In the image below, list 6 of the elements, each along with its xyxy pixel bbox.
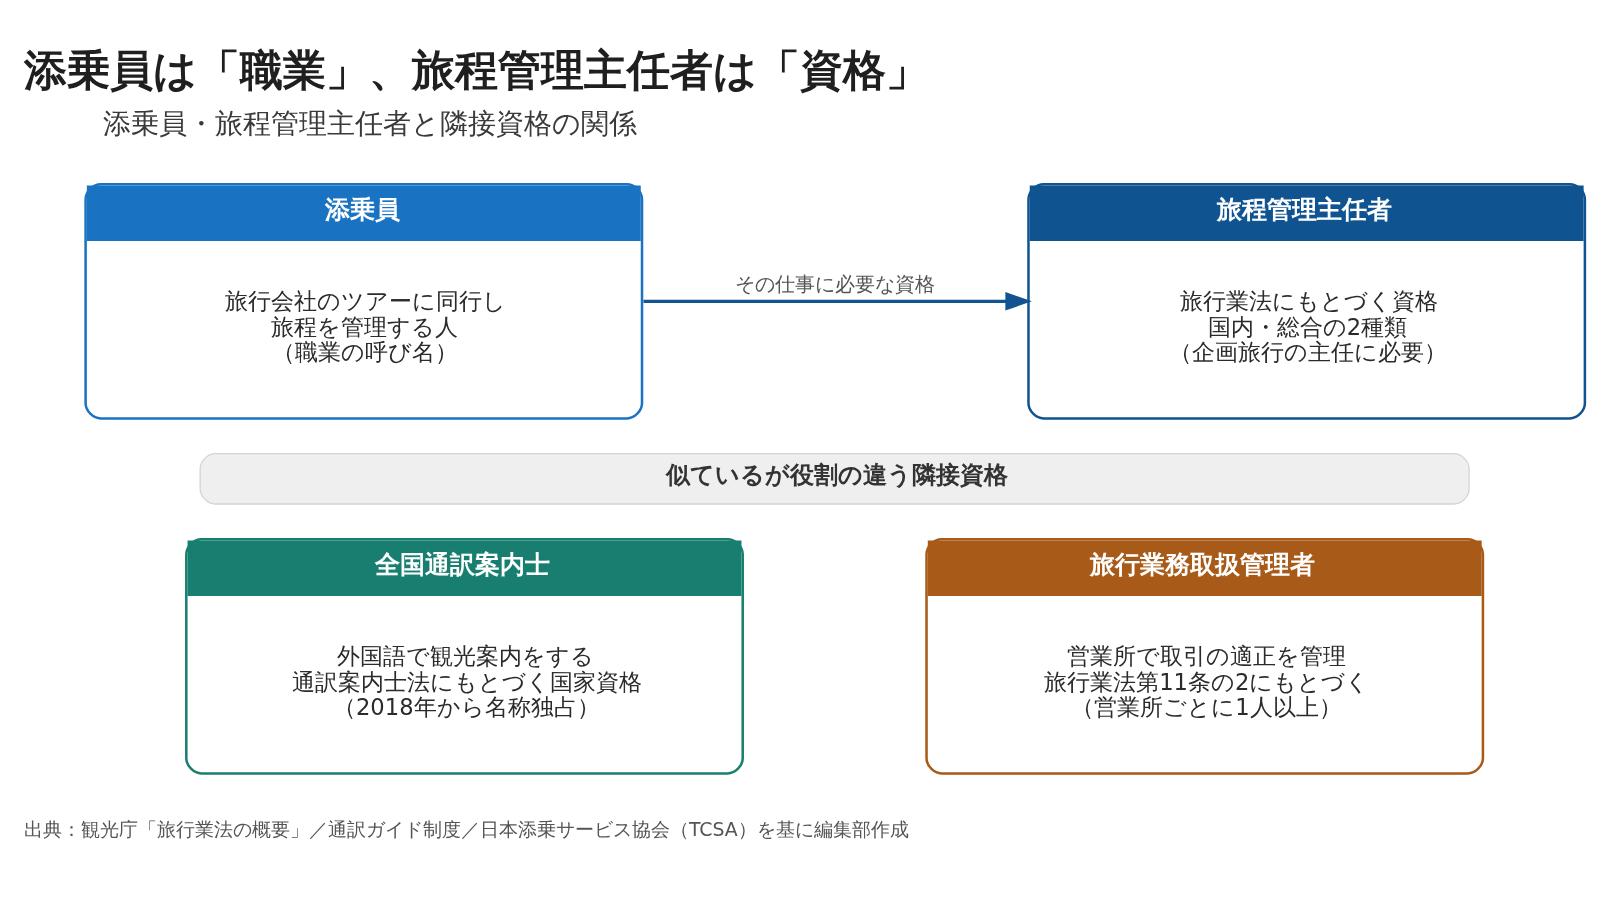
caption: 出典：観光庁「旅行業法の概要」／通訳ガイド制度／日本添乗サービス協会（TCSA）を基に編集部作成 <box>23 817 909 840</box>
arrow <box>643 291 1032 311</box>
node-box: 似ているが役割の違う隣接資格 <box>199 452 1470 505</box>
edge-label: その仕事に必要な資格 <box>735 271 936 296</box>
diagram-title: 添乗員は「職業」、旅程管理主任者は「資格」 <box>23 44 929 95</box>
label: 添乗員・旅程管理主任者と隣接資格の関係 <box>102 106 637 140</box>
